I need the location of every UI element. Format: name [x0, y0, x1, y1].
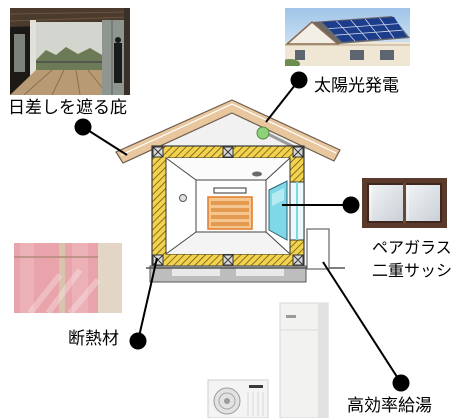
house-cross-section [115, 99, 345, 283]
ceiling-light-icon [252, 171, 262, 177]
insulation-photo-stud [59, 243, 65, 313]
pair-glass-window [268, 180, 288, 241]
wood-panel-slat [211, 208, 249, 212]
label-water-heater: 高効率給湯 [347, 396, 432, 416]
wood-panel-slat [211, 201, 249, 205]
veranda-right-edge [124, 8, 130, 95]
heat-pump-tank-logo [286, 315, 296, 318]
callout-dot-window [342, 196, 360, 214]
wall-light-icon [179, 194, 187, 202]
foundation-crawlspace [236, 268, 284, 276]
wood-panel-slat [211, 222, 249, 226]
pair-glass-highlight [272, 188, 284, 206]
callout-dot-water-heater [392, 374, 410, 392]
outdoor-unit-fan-ring [218, 392, 236, 410]
label-pair-glass: ペアガラス [372, 238, 452, 257]
veranda-deck [10, 70, 130, 95]
roof-eaves [115, 99, 341, 164]
solar-panel-grid [328, 17, 403, 42]
post-cross-marks [152, 146, 304, 266]
callout-line-insulation [137, 257, 158, 342]
vent-fan-icon [256, 126, 270, 140]
water-heater-unit [306, 228, 330, 270]
wood-panel-slat [211, 215, 249, 219]
callout-line-water-heater [322, 261, 402, 384]
insulation-photo-film-sheen [27, 268, 101, 313]
veranda-person-body [114, 43, 122, 83]
insulation-photo-wall [98, 243, 122, 313]
insulation-material-photo [14, 243, 122, 313]
callouts [74, 71, 410, 392]
window-left-pane [369, 185, 403, 221]
window-mullion [403, 183, 406, 223]
foundation-crawlspace [172, 268, 220, 276]
label-solar-power: 太陽光発電 [314, 76, 399, 96]
roof-highlight [120, 103, 337, 156]
air-conditioner-icon [213, 187, 247, 194]
veranda-post [30, 20, 36, 95]
heat-pump-tank-shade [318, 303, 328, 418]
veranda-left-window [14, 34, 25, 72]
solar-house-bush [285, 59, 300, 66]
attic-space [150, 111, 312, 150]
callout-dot-insulation [129, 332, 147, 350]
outdoor-unit-fan-hub [224, 398, 230, 404]
callout-dot-solar [290, 71, 308, 89]
solar-house-window [295, 50, 305, 60]
outdoor-unit-logo [249, 385, 263, 388]
veranda-person-head [115, 37, 121, 43]
water-heater-photo [207, 302, 329, 418]
room-floor [166, 232, 290, 254]
label-eaves: 日差しを遮る庇 [8, 98, 127, 118]
veranda-deck-planks [23, 69, 109, 95]
label-insulation: 断熱材 [68, 329, 119, 349]
callout-line-solar [265, 79, 300, 123]
callout-line-eaves [82, 126, 128, 156]
label-double-sash: 二重サッシ [372, 261, 453, 280]
veranda-trees [36, 47, 102, 70]
solar-house-window [380, 50, 394, 60]
solar-panel-array [322, 17, 407, 42]
solar-house-photo [285, 8, 410, 66]
insulation-photo-fluff [20, 243, 34, 313]
double-sash-window-photo [362, 178, 447, 228]
callout-dot-eaves [74, 118, 92, 136]
veranda-photo [10, 8, 130, 95]
solar-house-gable [285, 21, 341, 45]
insulation-photo-fluff [72, 243, 88, 313]
structural-posts [152, 146, 304, 266]
room-perspective-lines [165, 157, 291, 255]
veranda-beam [10, 11, 130, 15]
outdoor-unit-slats [247, 392, 264, 416]
window-right-pane [406, 185, 440, 221]
solar-house-window [350, 50, 364, 60]
